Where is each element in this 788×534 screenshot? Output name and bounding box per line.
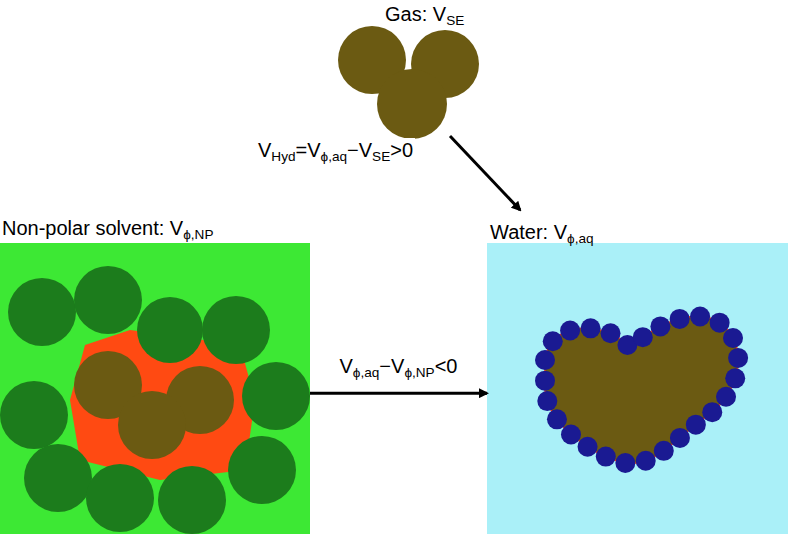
edge-label: VHyd=Vϕ,aq−VSE>0 <box>256 138 415 162</box>
arrow <box>310 392 487 395</box>
water-molecule <box>670 309 690 329</box>
water-molecule <box>633 327 653 347</box>
hydrated-solute <box>545 316 738 463</box>
water-molecule <box>636 451 656 471</box>
water-molecule <box>547 409 567 429</box>
water-molecule <box>702 402 722 422</box>
water-box <box>487 243 788 534</box>
water-molecule <box>723 328 743 348</box>
water-molecule <box>716 387 736 407</box>
water-molecule <box>686 415 706 435</box>
water-shell <box>535 307 748 473</box>
water-molecule <box>543 331 563 351</box>
water-molecule <box>650 316 670 336</box>
gas-node: Gas: VSE <box>330 0 530 136</box>
water-molecule <box>601 323 621 343</box>
node-heading: Gas: VSE <box>385 2 464 26</box>
water-molecule <box>581 318 601 338</box>
water-molecule <box>728 348 748 368</box>
water-molecule <box>537 391 557 411</box>
water-molecule <box>560 320 580 340</box>
water-node: Water: Vϕ,aq <box>487 210 788 534</box>
non-polar-node: Non-polar solvent: Vϕ,NP <box>0 208 310 534</box>
water-molecule <box>670 428 690 448</box>
water-molecule <box>725 368 745 388</box>
water-molecule <box>561 424 581 444</box>
node-heading: Water: Vϕ,aq <box>490 220 594 244</box>
water-molecule <box>615 453 635 473</box>
water-molecule <box>690 307 710 327</box>
water-molecule <box>710 313 730 333</box>
non-polar-solvent-box <box>0 243 310 534</box>
water-molecule <box>535 371 555 391</box>
node-heading: Non-polar solvent: Vϕ,NP <box>2 216 213 240</box>
edge-label: Vϕ,aq−Vϕ,NP<0 <box>338 354 460 378</box>
water-molecule <box>596 447 616 467</box>
solvent-molecules <box>0 266 310 534</box>
water-molecule <box>535 350 555 370</box>
water-molecule <box>654 441 674 461</box>
water-molecule <box>578 437 598 457</box>
arrow <box>450 136 520 210</box>
solute-molecule <box>74 351 234 459</box>
gas-molecule <box>338 26 479 139</box>
